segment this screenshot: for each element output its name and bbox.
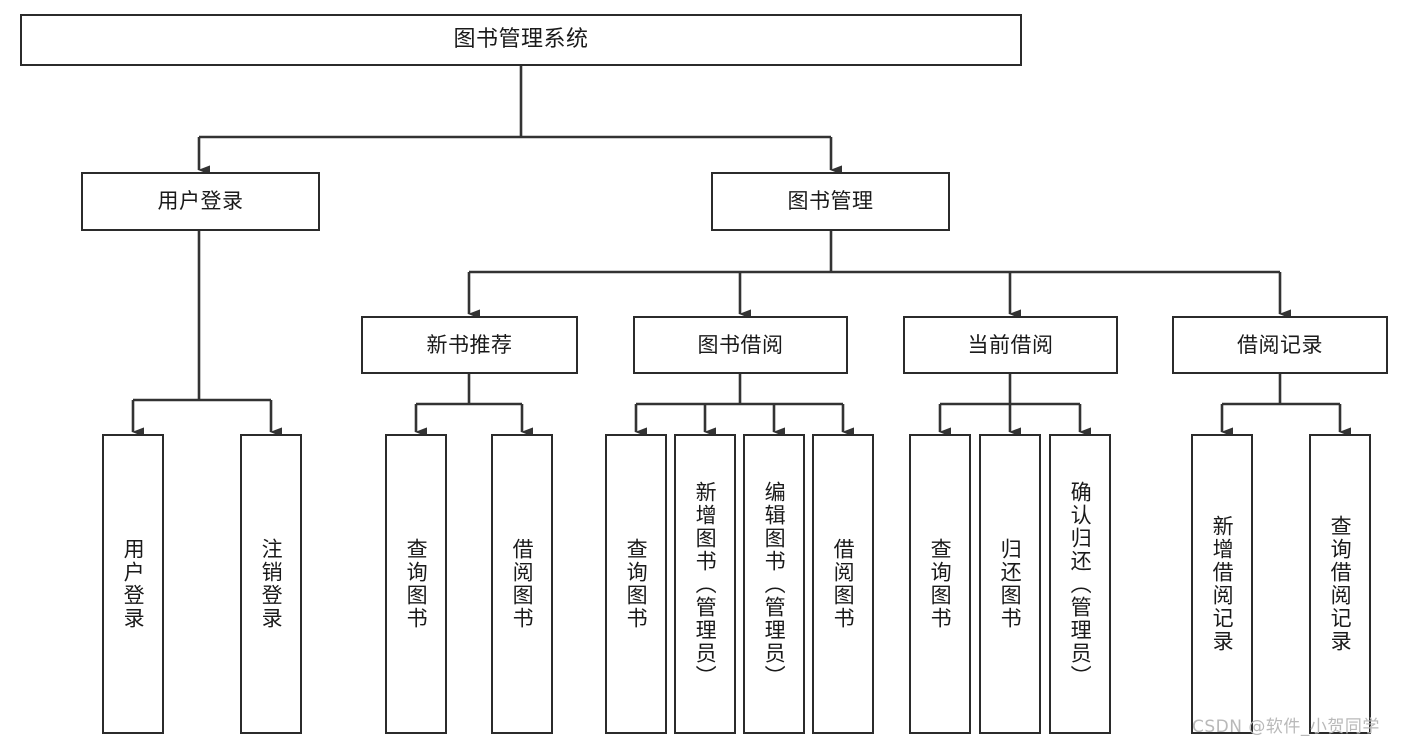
node-label: 编辑图书（管理员）: [762, 480, 787, 688]
node-leaf-confirm-return-admin[interactable]: 确认归还（管理员）: [1049, 434, 1111, 734]
node-book-borrow[interactable]: 图书借阅: [633, 316, 848, 374]
node-label: 图书管理系统: [453, 27, 589, 53]
node-label: 新增图书（管理员）: [693, 480, 718, 688]
node-leaf-logout[interactable]: 注销登录: [240, 434, 302, 734]
node-book-management[interactable]: 图书管理: [711, 172, 950, 231]
node-root-book-management-system[interactable]: 图书管理系统: [20, 14, 1022, 66]
node-leaf-user-login[interactable]: 用户登录: [102, 434, 164, 734]
node-leaf-query-book-borrow[interactable]: 查询图书: [605, 434, 667, 734]
node-label: 新增借阅记录: [1210, 515, 1235, 653]
node-label: 查询图书: [404, 538, 429, 630]
node-label: 注销登录: [259, 538, 284, 630]
node-leaf-borrow-book[interactable]: 借阅图书: [812, 434, 874, 734]
node-label: 用户登录: [157, 189, 244, 214]
node-label: 查询借阅记录: [1328, 515, 1353, 653]
node-leaf-query-borrow-record[interactable]: 查询借阅记录: [1309, 434, 1371, 734]
node-leaf-add-book-admin[interactable]: 新增图书（管理员）: [674, 434, 736, 734]
node-label: 用户登录: [121, 538, 146, 630]
node-leaf-borrow-book-recommend[interactable]: 借阅图书: [491, 434, 553, 734]
node-label: 归还图书: [998, 538, 1023, 630]
node-label: 确认归还（管理员）: [1068, 480, 1093, 688]
node-leaf-edit-book-admin[interactable]: 编辑图书（管理员）: [743, 434, 805, 734]
node-label: 当前借阅: [967, 332, 1054, 357]
node-current-borrow[interactable]: 当前借阅: [903, 316, 1118, 374]
node-borrow-record[interactable]: 借阅记录: [1172, 316, 1388, 374]
node-label: 查询图书: [928, 538, 953, 630]
node-label: 借阅图书: [831, 538, 856, 630]
node-label: 图书借阅: [697, 332, 784, 357]
node-leaf-query-book-recommend[interactable]: 查询图书: [385, 434, 447, 734]
node-label: 借阅记录: [1237, 332, 1323, 357]
node-label: 借阅图书: [510, 538, 535, 630]
watermark-credit: CSDN @软件_小贺同学: [1192, 717, 1380, 737]
node-leaf-return-book[interactable]: 归还图书: [979, 434, 1041, 734]
node-label: 新书推荐: [426, 332, 513, 357]
node-leaf-query-book-current[interactable]: 查询图书: [909, 434, 971, 734]
node-new-book-recommend[interactable]: 新书推荐: [361, 316, 578, 374]
node-user-login[interactable]: 用户登录: [81, 172, 320, 231]
node-label: 图书管理: [787, 189, 874, 214]
node-leaf-add-borrow-record[interactable]: 新增借阅记录: [1191, 434, 1253, 734]
node-label: 查询图书: [624, 538, 649, 630]
